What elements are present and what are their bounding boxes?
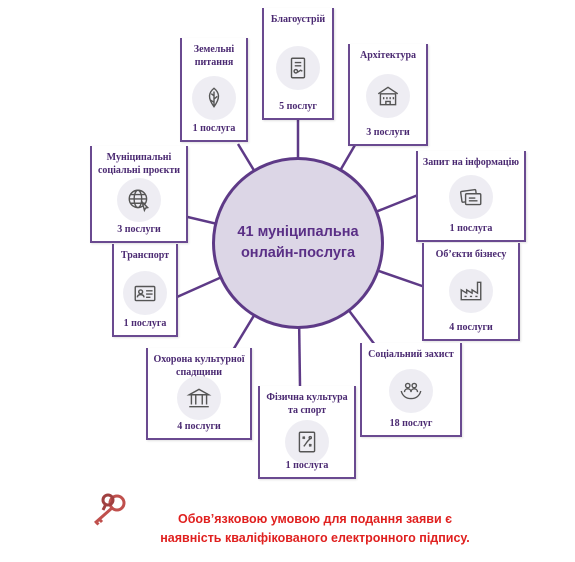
id-card-icon [123,271,167,315]
service-card-zemelni[interactable]: Земельні питання 1 послуга [180,38,248,142]
service-card-zapyt[interactable]: Запит на інформацію 1 послуга [416,151,526,242]
museum-icon [177,376,221,420]
service-card-biznes[interactable]: Об’єкти бізнесу 4 послуги [422,243,520,341]
building-icon [366,74,410,118]
service-count: 4 послуги [177,420,221,432]
factory-icon [449,269,493,313]
service-title: Фізична культура та спорт [266,392,348,416]
service-title: Транспорт [120,250,170,261]
tactics-board-icon [285,420,329,464]
service-count: 3 послуги [366,126,410,138]
keys-icon [94,493,126,526]
service-count: 1 послуга [449,222,493,234]
service-count: 5 послуг [279,100,317,112]
service-card-blahoustrii[interactable]: Благоустрій 5 послуг [262,8,334,120]
notice-line2: наявність кваліфікованого електронного п… [160,530,470,545]
service-card-spadshchyna[interactable]: Охорона культурної спадщини 4 послуги [146,348,252,440]
hub-title-line2: онлайн-послуга [240,245,356,261]
document-certificate-icon [276,46,320,90]
service-count: 3 послуги [117,223,161,235]
service-title: Муніципальні соціальні проєкти [97,152,181,176]
service-card-transport[interactable]: Транспорт 1 послуга [112,244,178,337]
globe-cursor-icon [117,178,161,222]
service-count: 4 послуги [449,321,493,333]
service-count: 1 послуга [123,317,167,329]
service-card-proiekty[interactable]: Муніципальні соціальні проєкти 3 послуги [90,146,188,243]
leaf-icon [192,76,236,120]
service-title: Об’єкти бізнесу [435,249,507,260]
service-title: Архітектура [359,50,416,61]
service-card-arkhitektura[interactable]: Архітектура 3 послуги [348,44,428,146]
signature-notice: Обов’язковою умовою для подання заяви є … [150,510,480,548]
service-count: 1 послуга [192,122,236,134]
hands-people-icon [389,369,433,413]
service-card-sport[interactable]: Фізична культура та спорт 1 послуга [258,386,356,479]
cards-icon [449,175,493,219]
service-title: Благоустрій [270,14,326,25]
service-title: Земельні питання [193,44,235,68]
central-hub: 41 муніципальна онлайн-послуга [212,157,384,329]
service-count: 18 послуг [389,417,433,429]
service-title: Запит на інформацію [422,157,520,168]
notice-line1: Обов’язковою умовою для подання заяви є [177,512,453,526]
service-count: 1 послуга [285,459,329,471]
service-title: Охорона культурної спадщини [153,354,245,378]
service-title: Соціальний захист [368,349,454,360]
hub-title-line1: 41 муніципальна [237,223,359,240]
service-card-sotsialnyi-zakhyst[interactable]: Соціальний захист 18 послуг [360,343,462,437]
